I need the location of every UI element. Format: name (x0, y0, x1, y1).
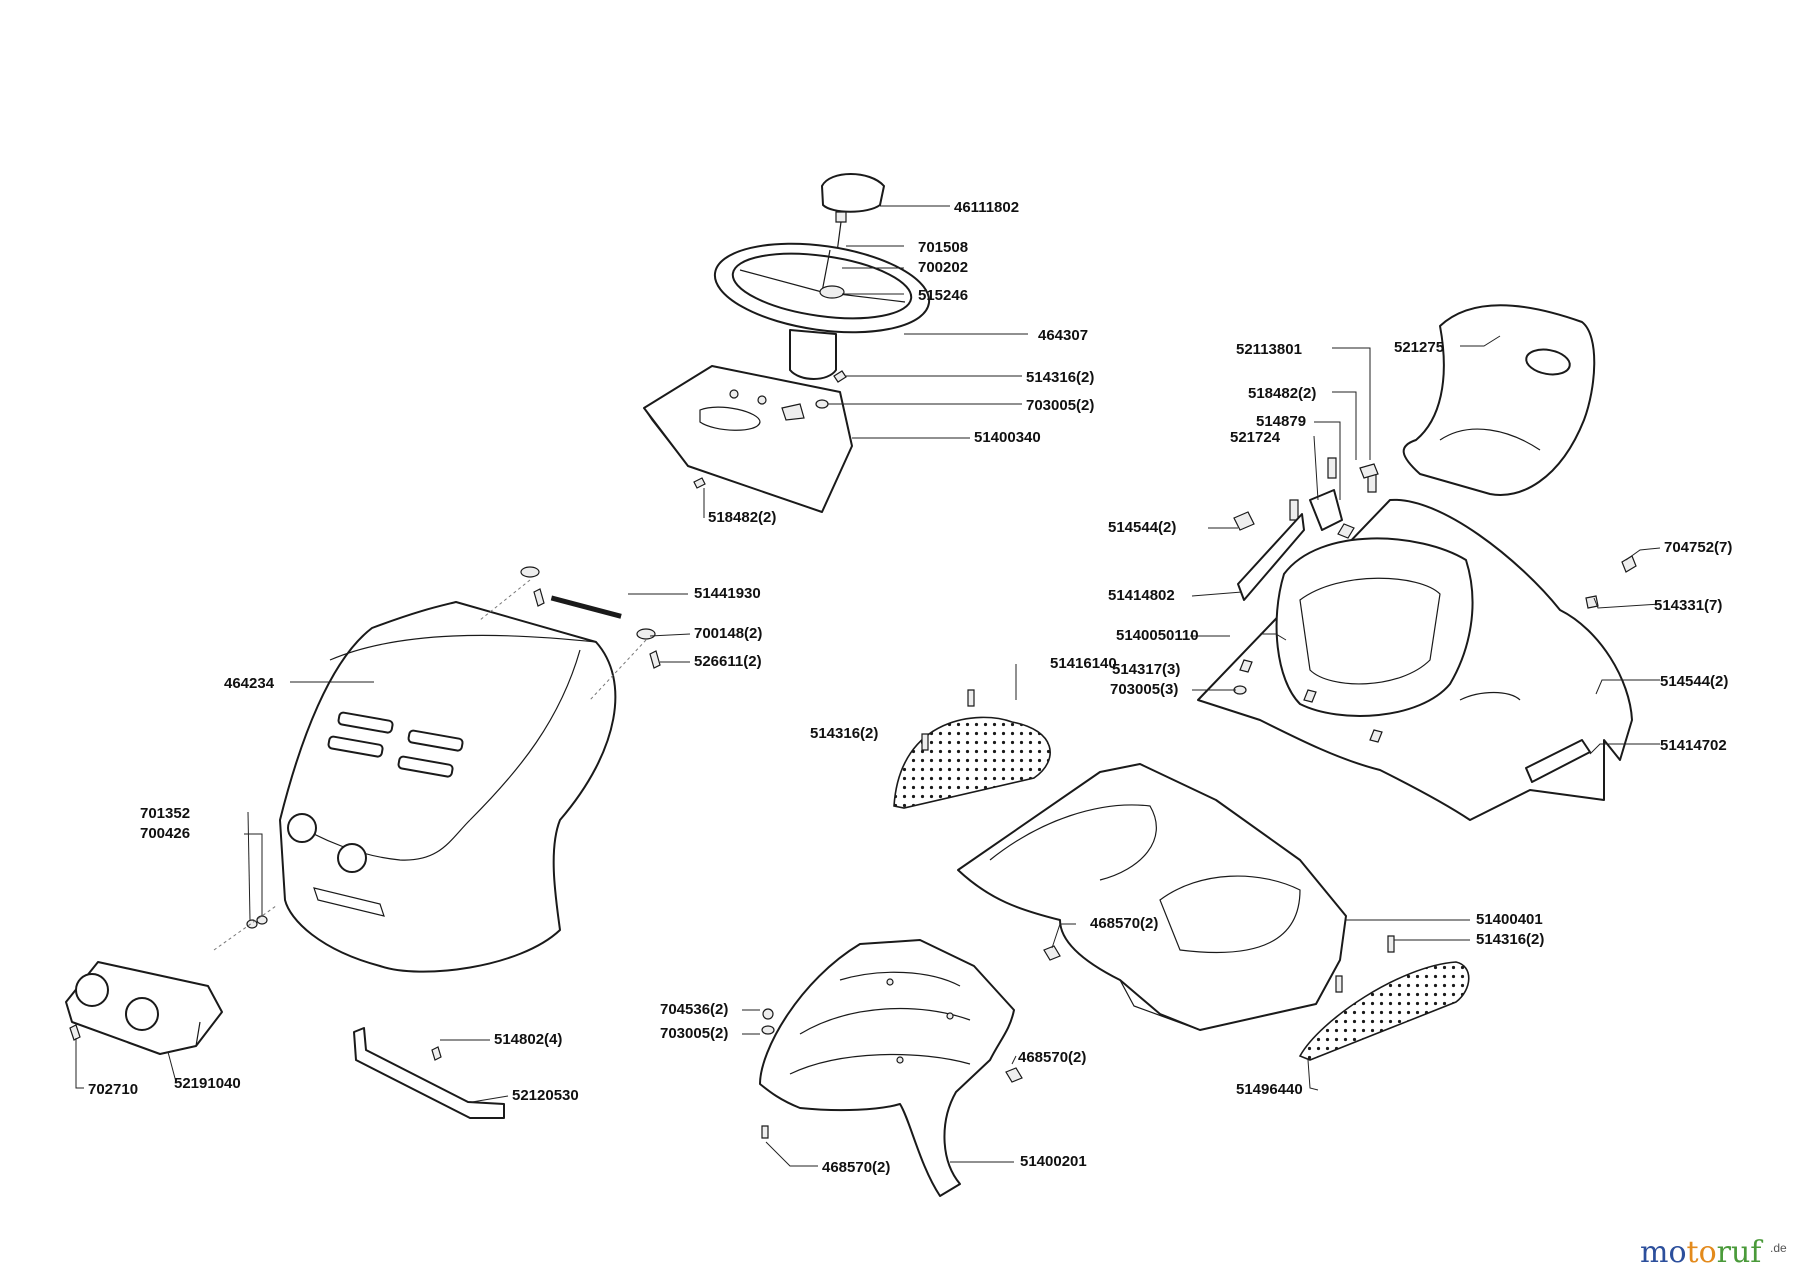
seat-switch (1309, 463, 1379, 531)
fender-fasteners (1233, 457, 1637, 743)
label-703005-2-a[interactable]: 703005(2) (1026, 397, 1094, 414)
label-52113801[interactable]: 52113801 (1236, 341, 1302, 358)
label-514879[interactable]: 514879 (1256, 413, 1306, 430)
watermark-domain: .de (1770, 1241, 1787, 1255)
label-701508[interactable]: 701508 (918, 239, 968, 256)
label-51496440[interactable]: 51496440 (1236, 1081, 1303, 1098)
front-shroud (759, 939, 1015, 1197)
watermark-mo: mo (1640, 1235, 1687, 1270)
label-518482-2-b[interactable]: 518482(2) (1248, 385, 1316, 402)
watermark-ruf: ruf (1717, 1235, 1764, 1270)
steering-cap (821, 173, 885, 213)
label-51414802[interactable]: 51414802 (1108, 587, 1175, 604)
label-521275[interactable]: 521275 (1394, 339, 1444, 356)
hood-fasteners (246, 566, 661, 929)
part-labels: 46111802 701508 700202 515246 464307 514… (88, 199, 1732, 1176)
floor-pan (957, 763, 1347, 1031)
label-514331-7[interactable]: 514331(7) (1654, 597, 1722, 614)
label-51414702[interactable]: 51414702 (1660, 737, 1727, 754)
hood-guide-lines (213, 579, 647, 951)
label-514316-2-c[interactable]: 514316(2) (1476, 931, 1544, 948)
label-51400401[interactable]: 51400401 (1476, 911, 1543, 928)
label-514544-2-b[interactable]: 514544(2) (1660, 673, 1728, 690)
label-514316-2-b[interactable]: 514316(2) (810, 725, 878, 742)
leader-lines (75, 205, 1661, 1167)
label-468570-2-b[interactable]: 468570(2) (1018, 1049, 1086, 1066)
label-468570-2-a[interactable]: 468570(2) (1090, 915, 1158, 932)
headlight-unit (65, 961, 223, 1055)
hood-rod (550, 595, 622, 619)
watermark-to: to (1687, 1235, 1717, 1270)
label-703005-3[interactable]: 703005(3) (1110, 681, 1178, 698)
label-521724[interactable]: 521724 (1230, 429, 1281, 446)
label-514317-3[interactable]: 514317(3) (1112, 661, 1180, 678)
svg-text:motoruf: motoruf (1640, 1235, 1763, 1270)
label-5140050110[interactable]: 5140050110 (1116, 627, 1199, 644)
watermark: motoruf .de (1640, 1235, 1787, 1270)
shroud-fasteners (761, 945, 1061, 1139)
seat (1402, 304, 1596, 496)
label-514802-4[interactable]: 514802(4) (494, 1031, 562, 1048)
label-514544-2-a[interactable]: 514544(2) (1108, 519, 1176, 536)
steering-wheel (713, 242, 931, 380)
label-704536-2[interactable]: 704536(2) (660, 1001, 728, 1018)
label-51416140[interactable]: 51416140 (1050, 655, 1117, 672)
label-464307[interactable]: 464307 (1038, 327, 1088, 344)
dashboard-panel (643, 365, 853, 513)
label-702710[interactable]: 702710 (88, 1081, 138, 1098)
label-464234[interactable]: 464234 (224, 675, 275, 692)
label-700426[interactable]: 700426 (140, 825, 190, 842)
label-700148-2[interactable]: 700148(2) (694, 625, 762, 642)
label-703005-2-b[interactable]: 703005(2) (660, 1025, 728, 1042)
hood (279, 601, 617, 973)
label-704752-7[interactable]: 704752(7) (1664, 539, 1732, 556)
label-514316-2-a[interactable]: 514316(2) (1026, 369, 1094, 386)
label-518482-2-a[interactable]: 518482(2) (708, 509, 776, 526)
side-trim-right (1525, 739, 1591, 783)
foot-plate-right (1298, 935, 1470, 1061)
label-52191040[interactable]: 52191040 (174, 1075, 241, 1092)
foot-plate-left (893, 689, 1051, 809)
label-52120530[interactable]: 52120530 (512, 1087, 579, 1104)
side-trim-left (1237, 513, 1305, 601)
dashboard-screws (693, 370, 847, 489)
label-700202[interactable]: 700202 (918, 259, 968, 276)
label-51400340[interactable]: 51400340 (974, 429, 1041, 446)
label-526611-2[interactable]: 526611(2) (694, 653, 762, 670)
hood-bracket (353, 1027, 505, 1119)
label-701352[interactable]: 701352 (140, 805, 190, 822)
label-51400201[interactable]: 51400201 (1020, 1153, 1087, 1170)
label-46111802[interactable]: 46111802 (954, 199, 1019, 216)
rear-fender (1197, 498, 1633, 821)
label-468570-2-c[interactable]: 468570(2) (822, 1159, 890, 1176)
label-51441930[interactable]: 51441930 (694, 585, 761, 602)
label-515246[interactable]: 515246 (918, 287, 968, 304)
